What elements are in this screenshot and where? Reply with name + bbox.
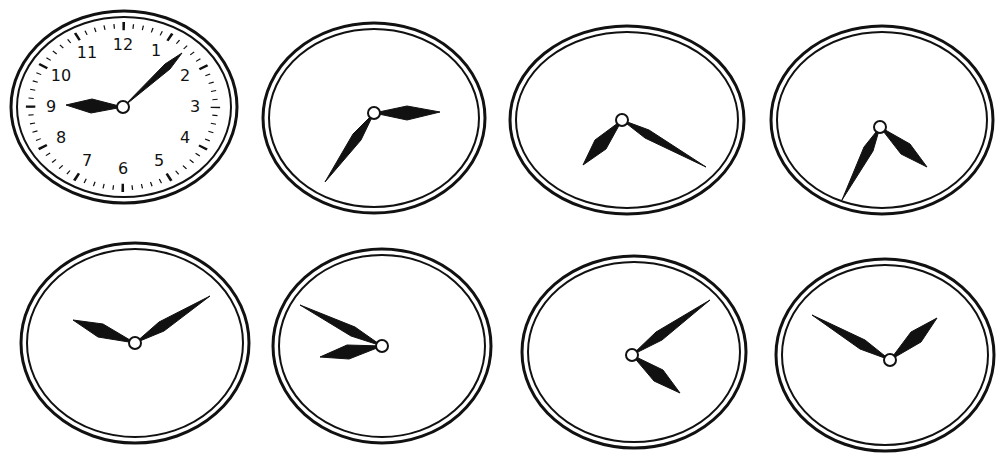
dial-number: 6 [118,161,128,177]
dial-number: 11 [77,45,97,61]
dial-number: 10 [51,68,71,84]
dial-ticks [31,26,216,188]
hand-pivots [117,101,896,366]
dial-number: 4 [180,130,190,146]
dial-number: 5 [154,153,164,169]
dial-number: 9 [46,99,56,115]
dial-number: 1 [151,43,161,59]
clock-faces [11,11,994,451]
dial-number: 12 [113,37,133,53]
dial-number: 3 [190,99,200,115]
dial-number: 8 [56,130,66,146]
dial-number: 2 [180,68,190,84]
dial-number: 7 [82,153,92,169]
clock-hands [66,53,937,393]
